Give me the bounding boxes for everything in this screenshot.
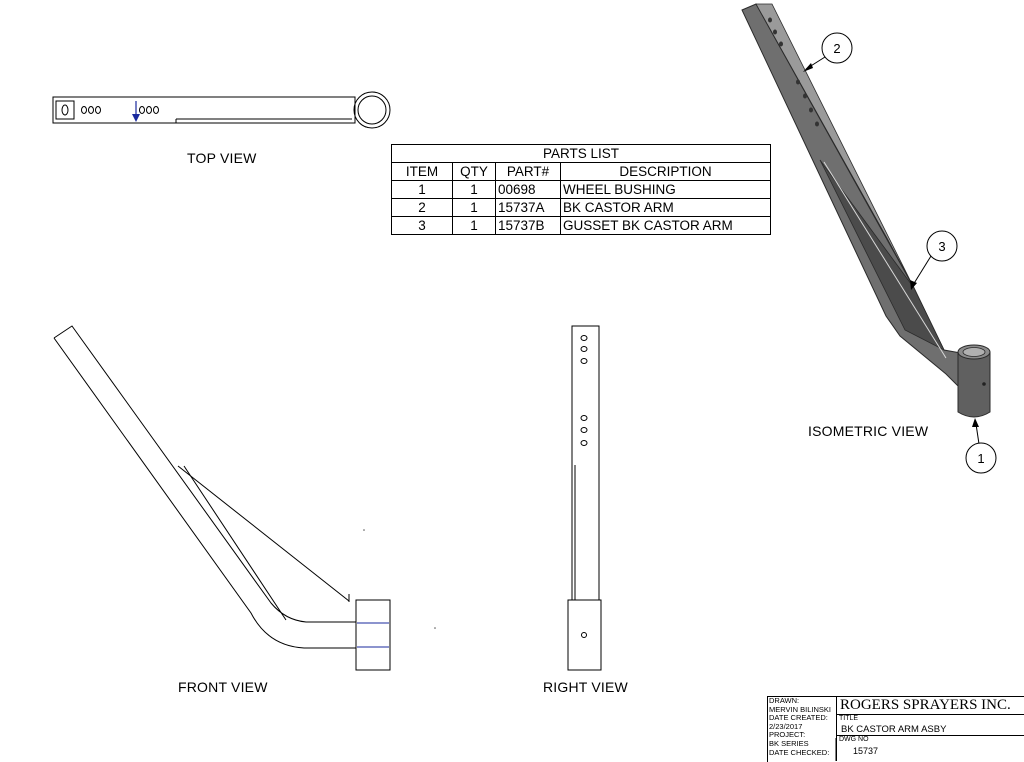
title-block-divider xyxy=(836,714,1024,715)
top-view-label: TOP VIEW xyxy=(187,150,257,166)
isometric-view-label: ISOMETRIC VIEW xyxy=(808,423,929,439)
cell-description: WHEEL BUSHING xyxy=(560,180,771,199)
balloon-1-number: 1 xyxy=(977,451,984,466)
cell-qty: 1 xyxy=(452,198,496,217)
cell-item: 1 xyxy=(391,180,453,199)
top-view-drawing xyxy=(52,91,391,129)
cell-item: 3 xyxy=(391,216,453,235)
dwg-number: 15737 xyxy=(853,746,879,756)
leader-arrow-icon xyxy=(803,63,813,72)
balloon-3: 3 xyxy=(926,230,958,262)
header-item: ITEM xyxy=(391,162,453,181)
cell-part-number: 15737B xyxy=(495,216,561,235)
stray-marks xyxy=(363,529,436,629)
title-block: DRAWN: MERVIN BILINSKI DATE CREATED: 2/2… xyxy=(767,696,1024,762)
title-block-info: DRAWN: MERVIN BILINSKI DATE CREATED: 2/2… xyxy=(768,696,837,761)
balloon-2-number: 2 xyxy=(833,41,840,56)
right-view-drawing xyxy=(567,325,602,671)
dwg-no-label: DWG NO xyxy=(839,736,869,743)
header-description: DESCRIPTION xyxy=(560,162,771,181)
section-arrow-icon xyxy=(132,101,140,122)
right-view-label: RIGHT VIEW xyxy=(543,679,628,695)
balloon-1: 1 xyxy=(965,442,997,474)
project-label: PROJECT: xyxy=(769,730,806,740)
project: BK SERIES xyxy=(769,738,809,748)
cell-qty: 1 xyxy=(452,180,496,199)
cell-description: BK CASTOR ARM xyxy=(560,198,771,217)
isometric-view-drawing xyxy=(741,3,991,418)
front-view-label: FRONT VIEW xyxy=(178,679,268,695)
title-label: TITLE xyxy=(839,715,859,722)
cell-part-number: 00698 xyxy=(495,180,561,199)
cell-qty: 1 xyxy=(452,216,496,235)
company-name: ROGERS SPRAYERS INC. xyxy=(840,697,1011,713)
drawn-label: DRAWN: xyxy=(769,696,800,705)
date-created: 2/23/2017 xyxy=(769,721,803,731)
title-block-divider xyxy=(836,735,1024,736)
date-checked-label: DATE CHECKED: xyxy=(769,747,830,757)
leader-arrow-icon xyxy=(972,418,979,427)
leader-arrow-icon xyxy=(910,280,917,290)
parts-list-table: PARTS LIST ITEM QTY PART# DESCRIPTION 1 … xyxy=(391,144,771,235)
balloon-2: 2 xyxy=(821,32,853,64)
balloon-3-number: 3 xyxy=(938,239,945,254)
table-row: 1 1 00698 WHEEL BUSHING xyxy=(391,180,771,199)
date-created-label: DATE CREATED: xyxy=(769,713,828,723)
table-row: 2 1 15737A BK CASTOR ARM xyxy=(391,198,771,217)
parts-list-title: PARTS LIST xyxy=(391,144,771,163)
cell-item: 2 xyxy=(391,198,453,217)
cell-part-number: 15737A xyxy=(495,198,561,217)
front-view-drawing xyxy=(53,325,391,671)
table-row: 3 1 15737B GUSSET BK CASTOR ARM xyxy=(391,216,771,235)
drawing-title: BK CASTOR ARM ASBY xyxy=(841,724,947,735)
header-part-number: PART# xyxy=(495,162,561,181)
header-qty: QTY xyxy=(452,162,496,181)
front-view-hidden-lines xyxy=(357,622,389,648)
drawn-by: MERVIN BILINSKI xyxy=(769,704,831,714)
cell-description: GUSSET BK CASTOR ARM xyxy=(560,216,771,235)
